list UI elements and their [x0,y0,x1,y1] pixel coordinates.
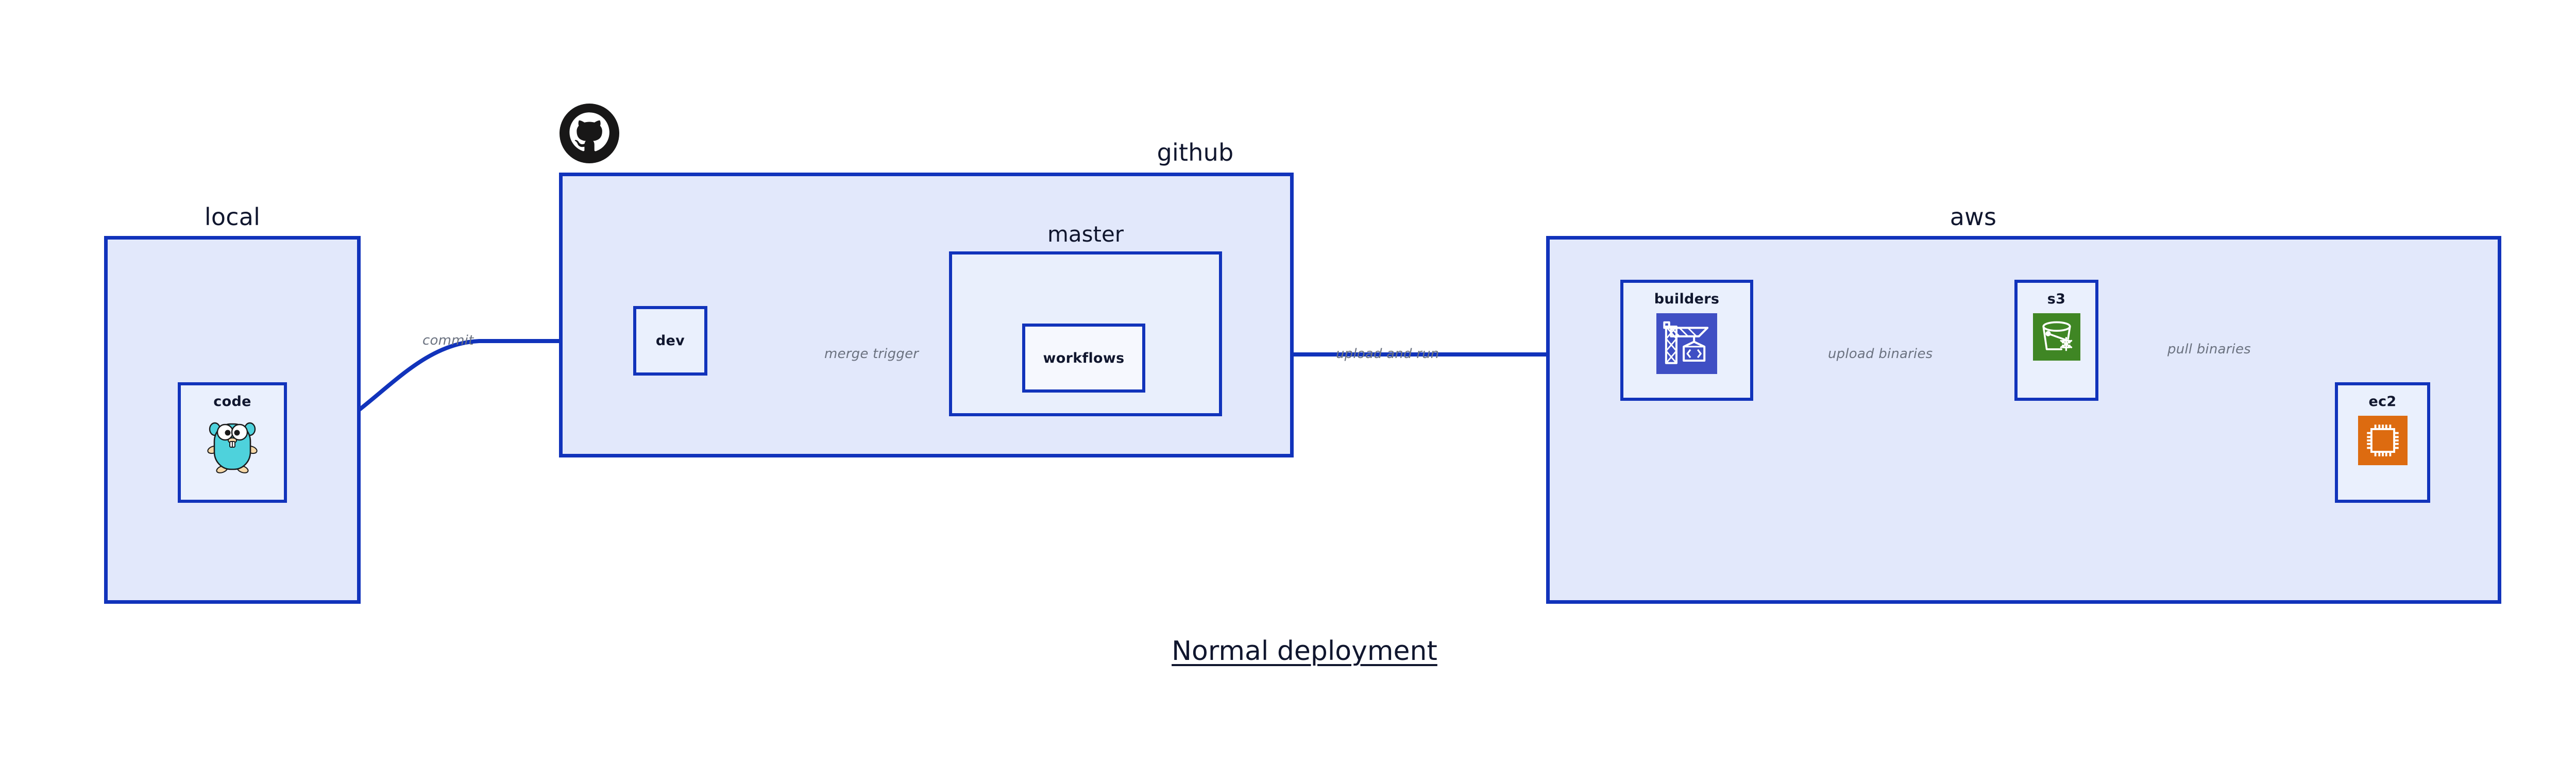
subgroup-label-master: master [1047,222,1124,247]
node-ec2[interactable]: ec2 [2335,382,2430,503]
node-s3-label: s3 [2047,291,2066,307]
node-workflows-label: workflows [1043,350,1125,366]
group-label-aws: aws [1950,203,1997,231]
node-code[interactable]: code [178,382,287,503]
aws-ec2-chip-icon [2358,416,2408,467]
aws-codebuild-crane-icon [1656,313,1717,376]
edge-label-merge-trigger: merge trigger [824,346,919,362]
node-dev[interactable]: dev [633,306,707,376]
node-builders-label: builders [1654,291,1720,307]
edge-label-pull-binaries: pull binaries [2167,342,2251,357]
edge-label-upload-and-run: upload and run [1336,346,1439,362]
edge-label-commit: commit [422,333,474,348]
group-label-github: github [1157,139,1234,166]
aws-s3-glacier-bucket-icon [2032,313,2080,363]
diagram-title: Normal deployment [1172,636,1437,667]
go-gopher-icon [206,416,259,476]
group-label-local: local [204,203,261,231]
edge-label-upload-binaries: upload binaries [1828,346,1933,362]
node-s3[interactable]: s3 [2014,280,2098,401]
node-dev-label: dev [655,333,685,349]
node-code-label: code [213,394,251,410]
node-workflows[interactable]: workflows [1022,324,1145,393]
node-builders[interactable]: builders [1620,280,1753,401]
node-ec2-label: ec2 [2368,394,2397,410]
github-octocat-icon [560,102,619,167]
